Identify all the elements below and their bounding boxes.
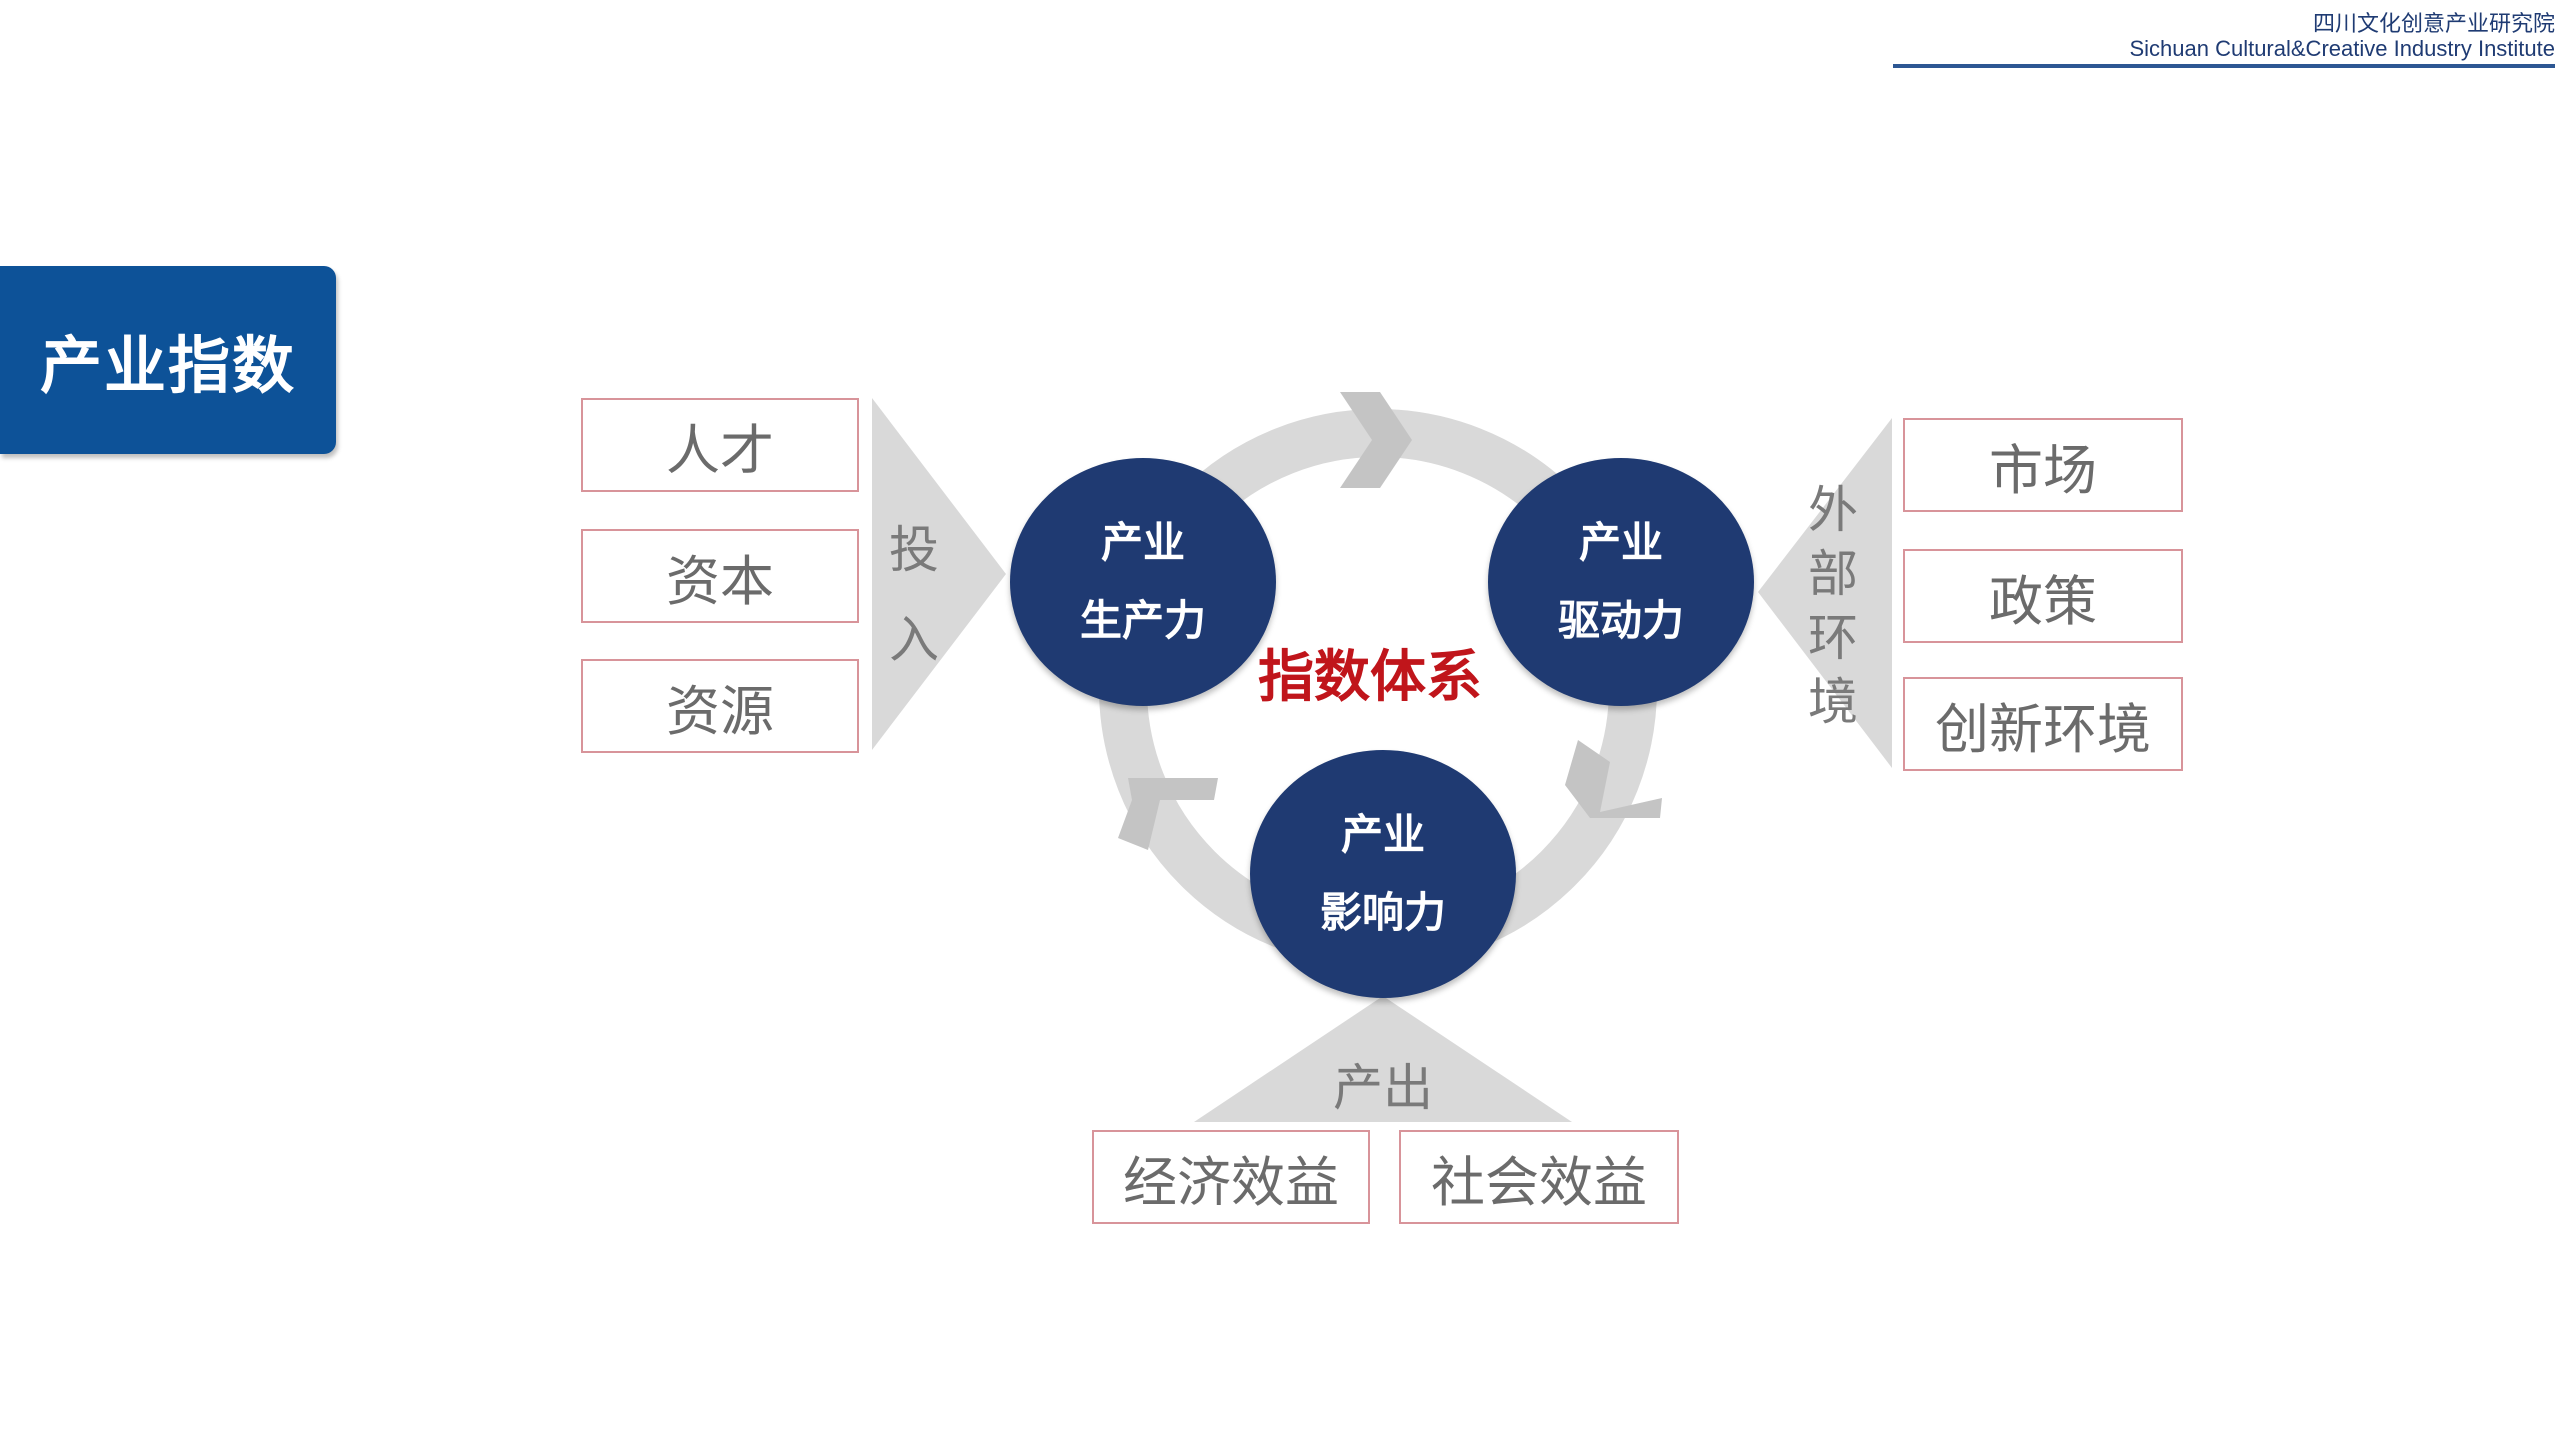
environment-label-char: 部	[1808, 545, 1858, 603]
environment-label: 外 部 环 境	[1803, 478, 1863, 734]
circle-influence-line2: 影响力	[1319, 888, 1446, 937]
environment-label-char: 境	[1808, 673, 1858, 731]
environment-label-char: 环	[1808, 609, 1858, 667]
circle-influence: 产业 影响力	[1250, 750, 1516, 998]
circle-influence-line1: 产业	[1340, 810, 1425, 859]
circle-productivity: 产业 生产力	[1010, 458, 1276, 706]
index-system-label: 指数体系	[1258, 645, 1482, 710]
org-name-en: Sichuan Cultural&Creative Industry Insti…	[2129, 36, 2555, 61]
circle-productivity-line2: 生产力	[1079, 596, 1206, 645]
page-title: 产业指数	[0, 266, 336, 454]
input-label-char: 入	[889, 611, 939, 669]
input-arrow-triangle	[872, 398, 1006, 750]
org-name-cn: 四川文化创意产业研究院	[2312, 12, 2555, 37]
circle-driving-line2: 驱动力	[1557, 596, 1684, 645]
header-divider	[1893, 64, 2555, 68]
circle-driving-force: 产业 驱动力	[1488, 458, 1754, 706]
input-item-resources: 资源	[581, 659, 859, 753]
output-item-economic: 经济效益	[1092, 1130, 1370, 1224]
input-label: 投 入	[884, 518, 944, 672]
input-item-talent: 人才	[581, 398, 859, 492]
circle-driving-line1: 产业	[1578, 518, 1663, 567]
environment-arrow-triangle	[1758, 418, 1892, 768]
circle-productivity-line1: 产业	[1100, 518, 1185, 567]
cycle-arrow-left	[1118, 778, 1218, 850]
input-label-char: 投	[889, 521, 939, 579]
cycle-arrow-right	[1565, 740, 1662, 818]
cycle-arrow-top	[1340, 392, 1412, 488]
env-item-policy: 政策	[1903, 549, 2183, 643]
output-label: 产出	[1333, 1059, 1433, 1117]
output-item-social: 社会效益	[1399, 1130, 1679, 1224]
env-item-innovation: 创新环境	[1903, 677, 2183, 771]
env-item-market: 市场	[1903, 418, 2183, 512]
input-item-capital: 资本	[581, 529, 859, 623]
output-arrow-triangle	[1194, 996, 1572, 1122]
environment-label-char: 外	[1808, 481, 1858, 539]
